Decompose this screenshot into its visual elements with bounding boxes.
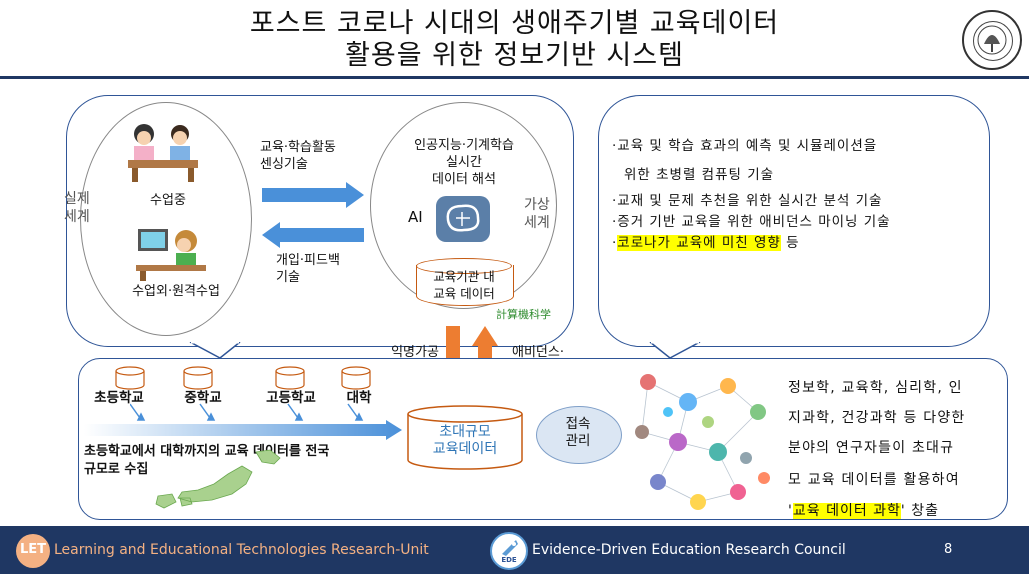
bullet-1-cont: 위한 초병렬 컴퓨팅 기술 <box>624 167 775 183</box>
out-class-label: 수업외·원격수업 <box>132 284 220 299</box>
big-data-cylinder <box>407 405 523 470</box>
bullet-4: ·코로나가 교육에 미친 영향 등 <box>612 235 800 251</box>
school-university: 대학 <box>346 390 372 406</box>
students-in-class-illustration <box>128 124 198 182</box>
let-logo-text: LET <box>19 542 47 557</box>
ede-logo-icon: EDE <box>490 532 528 570</box>
school-middle: 중학교 <box>184 390 222 406</box>
researchers-line-2: 지과학, 건강과학 등 다양한 <box>788 410 966 426</box>
institution-data-label: 교육기관 내 교육 데이터 <box>433 269 495 301</box>
bullet-1: ·교육 및 학습 효과의 예측 및 시뮬레이션을 <box>612 138 878 154</box>
real-world-ellipse <box>80 102 252 336</box>
footer-left-text: Learning and Educational Technologies Re… <box>54 542 429 558</box>
ai-brain-icon <box>436 196 490 242</box>
ai-label: AI <box>408 208 423 226</box>
science-suffix: ' 창출 <box>900 503 939 519</box>
header-divider <box>0 76 1029 79</box>
ede-logo-text: EDE <box>501 556 517 564</box>
title-line-1: 포스트 코로나 시대의 생애주기별 교육데이터 <box>249 8 780 39</box>
bullet-2: ·교재 및 문제 추천을 위한 실시간 분석 기술 <box>612 193 883 209</box>
real-world-label: 실제 세계 <box>64 191 90 225</box>
in-class-label: 수업중 <box>150 193 186 208</box>
footer-right-text: Evidence-Driven Education Research Counc… <box>532 542 846 558</box>
page-number: 8 <box>944 542 953 557</box>
research-bubble-right <box>598 95 990 347</box>
corona-suffix: 등 <box>780 235 800 251</box>
access-management-label: 접속 관리 <box>565 416 591 449</box>
sensing-arrow-icon <box>262 182 364 208</box>
virtual-world-label: 가상 세계 <box>524 197 550 231</box>
access-management-ellipse <box>536 406 622 464</box>
ai-analysis-label: 인공지능·기계학습 실시간 데이터 해석 <box>414 138 514 187</box>
collection-text: 초등학교에서 대학까지의 교육 데이터를 전국 규모로 수집 <box>84 444 330 477</box>
university-seal-logo <box>962 10 1022 70</box>
data-science-highlight: 교육 데이터 과학 <box>792 503 901 519</box>
researcher-network-illustration <box>635 374 770 510</box>
researchers-line-4: 모 교육 데이터를 활용하여 <box>788 472 960 488</box>
institution-data-cylinder-top <box>416 258 512 274</box>
researchers-line-1: 정보학, 교육학, 심리학, 인 <box>788 380 963 396</box>
feedback-label: 개입·피드백 기술 <box>276 253 340 285</box>
big-data-label: 초대규모 교육데이터 <box>432 424 498 457</box>
remote-study-illustration <box>136 229 206 281</box>
let-logo-icon: LET <box>16 534 50 568</box>
collection-arrow-icon <box>84 420 402 440</box>
japan-map-icon <box>155 449 281 509</box>
lab-label: 計算機科学 <box>496 308 551 321</box>
researchers-line-3: 분야의 연구자들이 초대규 <box>788 440 955 456</box>
school-elementary: 초등학교 <box>94 390 144 406</box>
title-line-2: 활용을 위한 정보기반 시스템 <box>345 40 684 71</box>
corona-highlight: 코로나가 교육에 미친 영향 <box>617 235 781 251</box>
sensing-label: 교육·학습활동 센싱기술 <box>260 140 336 172</box>
feedback-arrow-icon <box>262 222 364 248</box>
researchers-line-5: '교육 데이터 과학' 창출 <box>788 500 939 520</box>
school-arrows-icon <box>130 403 364 421</box>
school-db-icons <box>115 366 371 390</box>
bullet-3: ·증거 기반 교육을 위한 애비던스 마이닝 기술 <box>612 214 891 230</box>
quote-open: ' <box>788 503 793 519</box>
virtual-world-ellipse <box>370 102 557 309</box>
school-high: 고등학교 <box>266 390 316 406</box>
